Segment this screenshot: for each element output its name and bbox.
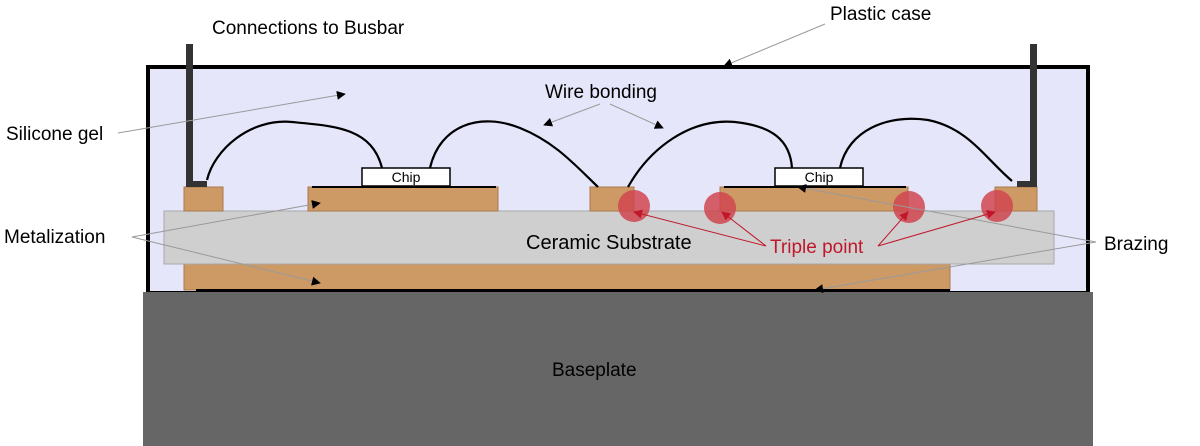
chip-right	[774, 167, 864, 187]
label-silicone-gel: Silicone gel	[6, 124, 103, 145]
leader-triple-point-3	[877, 211, 909, 247]
wire-bond-4	[838, 117, 1013, 182]
label-brazing: Brazing	[1104, 234, 1168, 255]
label-connections-to-busbar: Connections to Busbar	[212, 18, 405, 39]
leader-brazing-top	[797, 184, 1097, 243]
label-plastic-case: Plastic case	[830, 4, 931, 25]
label-ceramic-substrate: Ceramic Substrate	[526, 232, 692, 254]
leader-triple-point-4	[877, 209, 996, 247]
leader-plastic-case	[723, 23, 826, 68]
busbar-terminal-left-foot	[186, 181, 207, 187]
triple-point-marker-1	[618, 190, 650, 222]
leader-brazing-bottom	[814, 241, 1097, 294]
label-baseplate: Baseplate	[552, 360, 637, 381]
leader-metalization-top	[131, 200, 321, 238]
wire-bond-1	[205, 120, 384, 181]
metalization-pad-left	[307, 186, 499, 212]
baseplate	[143, 292, 1093, 446]
leader-silicone-gel	[117, 90, 346, 134]
chip-right-label: Chip	[805, 169, 834, 185]
label-wire-bonding: Wire bonding	[545, 82, 657, 103]
terminal-pad-left	[183, 186, 224, 212]
busbar-terminal-left	[186, 44, 193, 187]
label-triple-point: Triple point	[770, 237, 864, 258]
leader-triple-point-2	[721, 211, 767, 247]
wire-bond-3	[627, 120, 794, 188]
leader-triple-point-1	[633, 209, 767, 247]
chip-left	[361, 167, 451, 187]
triple-point-marker-4	[981, 190, 1013, 222]
chip-left-label: Chip	[392, 169, 421, 185]
busbar-terminal-right-foot	[1017, 181, 1037, 187]
wire-bond-2	[428, 120, 599, 188]
busbar-terminal-right	[1030, 44, 1037, 187]
label-metalization: Metalization	[4, 227, 105, 248]
metalization-pad-right	[719, 186, 909, 212]
leader-metalization-bottom	[131, 236, 321, 286]
leader-wire-bonding-left	[543, 103, 601, 127]
leader-wire-bonding-right	[609, 103, 664, 129]
